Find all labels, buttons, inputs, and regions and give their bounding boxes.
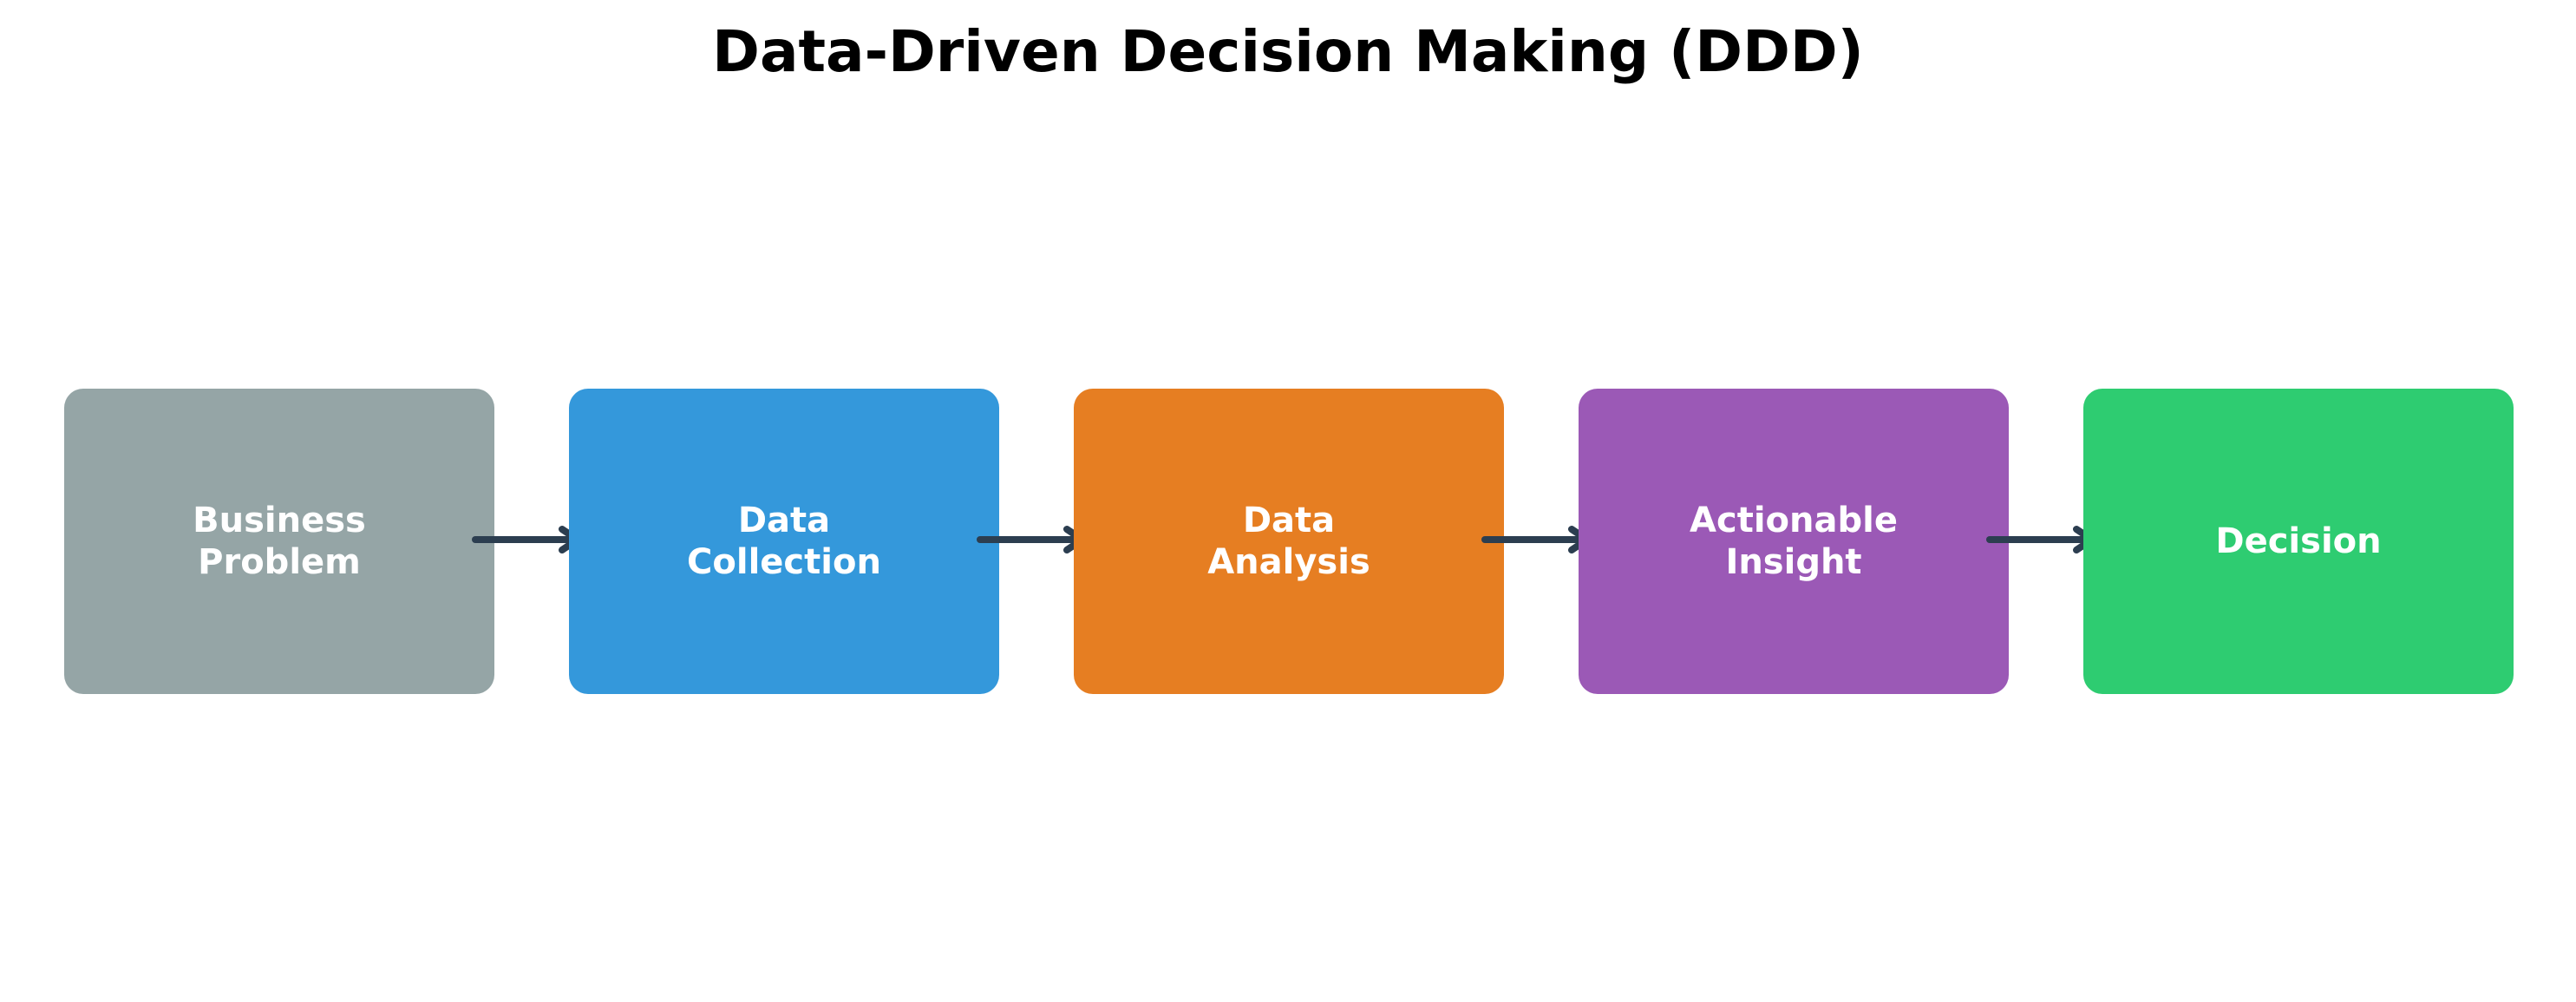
step-business-problem: Business Problem: [64, 389, 494, 694]
arrow-right-icon: [1986, 526, 2095, 553]
step-label: Data Collection: [687, 501, 881, 582]
step-actionable-insight: Actionable Insight: [1579, 389, 2009, 694]
arrow-right-icon: [1481, 526, 1591, 553]
step-data-analysis: Data Analysis: [1074, 389, 1504, 694]
step-data-collection: Data Collection: [569, 389, 999, 694]
step-decision: Decision: [2083, 389, 2514, 694]
arrow-right-icon: [977, 526, 1086, 553]
diagram-title: Data-Driven Decision Making (DDD): [712, 18, 1864, 85]
step-label: Business Problem: [193, 501, 366, 582]
arrow-right-icon: [472, 526, 581, 553]
step-label: Decision: [2215, 521, 2382, 561]
step-label: Data Analysis: [1207, 501, 1370, 582]
step-label: Actionable Insight: [1690, 501, 1898, 582]
